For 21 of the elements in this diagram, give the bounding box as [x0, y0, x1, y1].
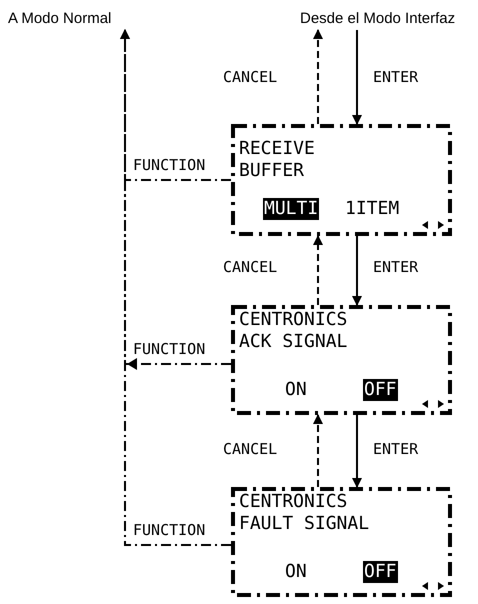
lcd-screen-box [231, 124, 452, 236]
mode-label: A Modo Normal [8, 8, 138, 30]
setting-title: RECEIVE BUFFER [239, 138, 316, 182]
arrow [352, 236, 362, 306]
mode-label: Desde el Modo Interfaz [300, 8, 475, 30]
selected-option: OFF [363, 379, 398, 401]
arrow [352, 30, 362, 125]
selected-option: OFF [363, 561, 398, 583]
lcd-screen-box [231, 305, 452, 415]
arrow [120, 29, 231, 546]
arrow [313, 414, 323, 487]
arrow [313, 235, 323, 305]
selected-option: MULTI [263, 198, 320, 220]
setting-title: CENTRONICS FAULT SIGNAL [239, 491, 370, 535]
setting-title: CENTRONICS ACK SIGNAL [239, 309, 348, 353]
arrow [352, 415, 362, 488]
option-text: ON [285, 379, 307, 401]
lcd-screen-box [231, 487, 452, 597]
option-text: ON [285, 561, 307, 583]
arrow [313, 29, 323, 124]
option-text: 1ITEM [345, 198, 400, 220]
